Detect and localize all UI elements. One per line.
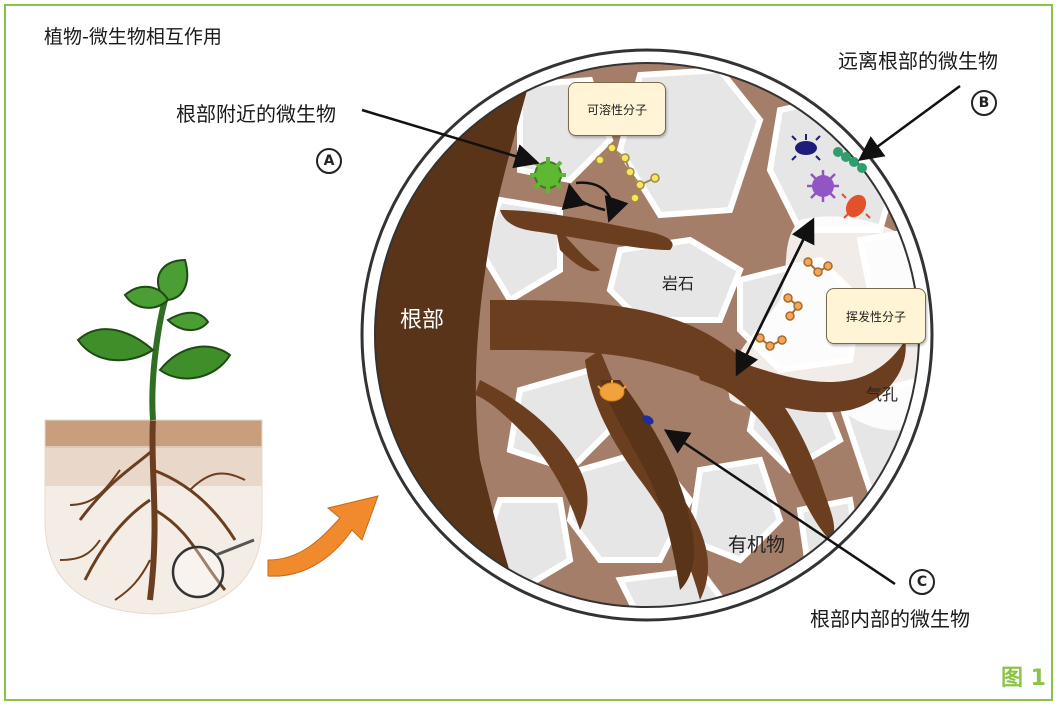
- marker-c: C: [909, 569, 935, 595]
- marker-a: A: [316, 148, 342, 174]
- pore-label: 气孔: [866, 387, 898, 403]
- near-root-microbes-label: 根部附近的微生物: [176, 104, 336, 124]
- soluble-molecules-box: 可溶性分子: [568, 82, 666, 136]
- rock-label: 岩石: [662, 276, 694, 292]
- diagram-title: 植物-微生物相互作用: [44, 28, 222, 47]
- far-root-microbes-label: 远离根部的微生物: [838, 51, 998, 71]
- marker-b: B: [971, 90, 997, 116]
- organic-matter-label: 有机物: [728, 536, 785, 555]
- purple-microbe-icon: [807, 170, 839, 202]
- green-microbe-icon: [530, 157, 566, 193]
- inside-root-microbes-label: 根部内部的微生物: [810, 609, 970, 629]
- figure-number: 图 1: [1001, 668, 1046, 690]
- volatile-molecules-box: 挥发性分子: [826, 288, 926, 344]
- magnifier-icon: [173, 547, 223, 597]
- plant-illustration: [40, 260, 270, 618]
- root-label: 根部: [400, 310, 444, 332]
- zoom-arrow-icon: [268, 496, 378, 576]
